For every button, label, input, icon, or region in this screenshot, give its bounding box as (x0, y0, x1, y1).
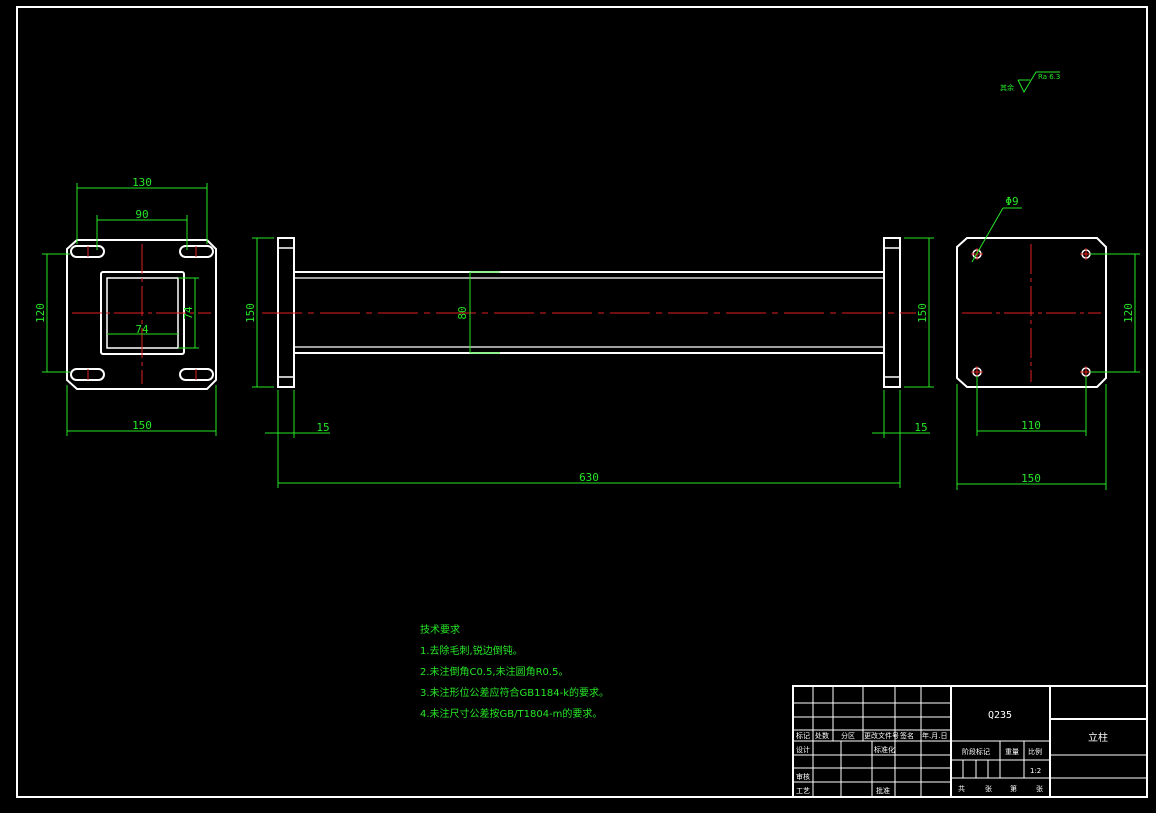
tb-label-sheets-total: 共 (958, 784, 965, 793)
tb-material: Q235 (988, 710, 1012, 721)
dim-right-110: 110 (1021, 419, 1041, 432)
tb-label-stage-mark: 阶段标记 (962, 747, 990, 756)
tech-req-title: 技术要求 (420, 623, 460, 636)
tb-label-design: 设计 (796, 745, 810, 754)
tb-label-standardize: 标准化 (874, 745, 895, 754)
tb-label-review: 审核 (796, 772, 810, 781)
right-flange-outline (956, 237, 1107, 388)
title-block: 标记 处数 分区 更改文件号 签名 年.月.日 设计 标准化 审核 工艺 批准 … (792, 685, 1148, 798)
tech-req-item-4: 4.未注尺寸公差按GB/T1804-m的要求。 (420, 707, 602, 720)
left-flange-outline (66, 239, 217, 390)
tb-label-count: 处数 (815, 731, 829, 740)
tb-label-scale: 比例 (1028, 747, 1042, 756)
surface-finish-symbol: 其余 Ra 6.3 (1000, 71, 1060, 94)
tb-label-change-doc: 更改文件号 (864, 731, 899, 740)
dim-front-150-left: 150 (244, 303, 257, 323)
dim-front-15-left: 15 (316, 421, 329, 434)
tb-label-sign: 签名 (900, 731, 914, 740)
tb-label-weight: 重量 (1005, 748, 1019, 756)
tech-req-item-3: 3.未注形位公差应符合GB1184-k的要求。 (420, 686, 609, 699)
surface-finish-value: Ra 6.3 (1038, 73, 1060, 81)
dim-front-15-right: 15 (914, 421, 927, 434)
tb-label-ymd: 年.月.日 (922, 731, 947, 740)
dim-front-80: 80 (456, 306, 469, 319)
dim-right-hole-dia: Φ9 (1005, 195, 1018, 208)
tb-label-process: 工艺 (796, 787, 810, 795)
dim-left-150: 150 (132, 419, 152, 432)
tb-label-approve: 批准 (876, 786, 890, 795)
surface-finish-label: 其余 (1000, 83, 1014, 92)
drawing-border (16, 6, 1148, 798)
left-view: 130 90 120 74 74 150 (34, 176, 217, 436)
tb-label-sheet-word: 张 (1036, 784, 1043, 793)
tb-label-zone: 分区 (841, 731, 855, 740)
tb-label-sheet-no: 第 (1010, 784, 1017, 793)
front-view: 150 80 150 15 15 630 (244, 237, 934, 488)
dim-front-630: 630 (579, 471, 599, 484)
tb-scale-value: 1:2 (1030, 767, 1041, 775)
dim-left-74-v: 74 (182, 306, 195, 320)
right-view: Φ9 120 110 150 (956, 195, 1140, 490)
dim-left-74-h: 74 (135, 323, 149, 336)
dim-right-150: 150 (1021, 472, 1041, 485)
tech-requirements: 技术要求 1.去除毛刺,锐边倒钝。 2.未注倒角C0.5,未注圆角R0.5。 3… (420, 623, 609, 720)
dim-left-120: 120 (34, 303, 47, 323)
dim-front-150-right: 150 (916, 303, 929, 323)
dim-left-90: 90 (135, 208, 148, 221)
tb-part-name: 立柱 (1088, 731, 1108, 744)
dim-right-120: 120 (1122, 303, 1135, 323)
tb-label-mark: 标记 (796, 731, 810, 740)
tech-req-item-1: 1.去除毛刺,锐边倒钝。 (420, 644, 523, 657)
dim-left-130: 130 (132, 176, 152, 189)
tech-req-item-2: 2.未注倒角C0.5,未注圆角R0.5。 (420, 665, 568, 678)
tb-label-sheets-word: 张 (985, 784, 992, 793)
